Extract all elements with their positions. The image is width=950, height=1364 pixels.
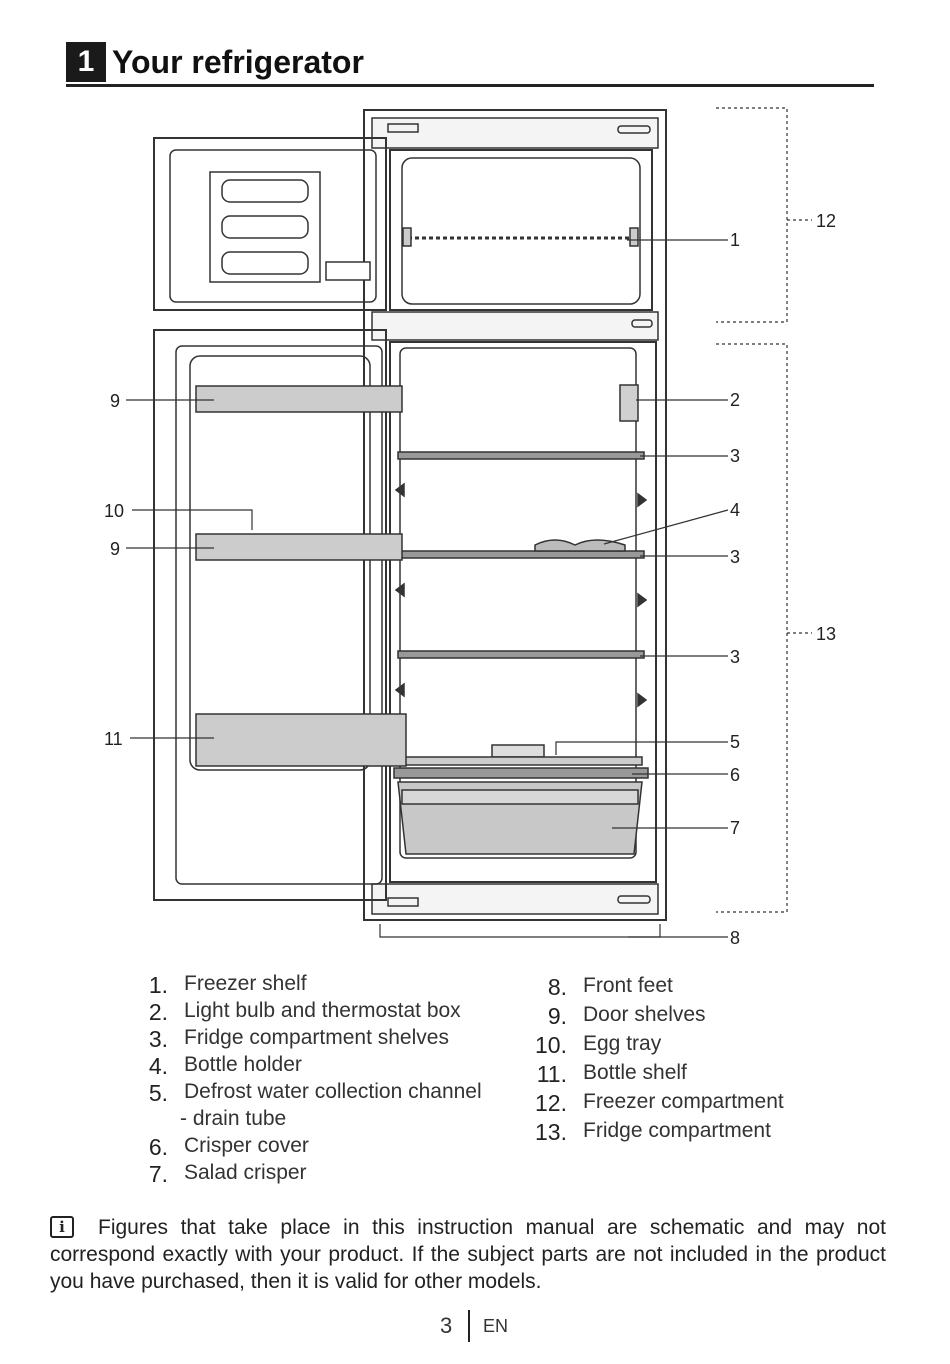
legend-left: 1. Freezer shelf 2. Light bulb and therm… [130, 972, 520, 1188]
fridge-door [153, 329, 387, 901]
legend-item: 13. Fridge compartment [535, 1119, 771, 1145]
legend-item: 12. Freezer compartment [535, 1090, 784, 1116]
bottle-holder [534, 539, 626, 552]
legend-item: 2. Light bulb and thermostat box [148, 999, 461, 1025]
section-title: Your refrigerator [112, 44, 364, 80]
cabinet-body [363, 109, 667, 921]
legend-item: 6. Crisper cover [148, 1134, 309, 1160]
fridge-compartment [389, 341, 657, 883]
callout-2: 2 [730, 390, 740, 410]
callout-7: 7 [730, 818, 740, 838]
page-footer: 3 EN [0, 1310, 950, 1342]
legend-item: 5. Defrost water collection channel [148, 1080, 482, 1106]
freezer-door [153, 137, 387, 311]
page-number: 3 [440, 1313, 453, 1338]
bottle-shelf [195, 713, 407, 767]
callout-10: 10 [104, 501, 124, 521]
callout-3c: 3 [730, 647, 740, 667]
legend-right: 8. Front feet 9. Door shelves 10. Egg tr… [520, 974, 840, 1148]
legend-item: 7. Salad crisper [148, 1161, 307, 1187]
legend-item: 3. Fridge compartment shelves [148, 1026, 449, 1052]
cabinet-top-band [371, 117, 659, 149]
legend-item: 4. Bottle holder [148, 1053, 302, 1079]
callout-5: 5 [730, 732, 740, 752]
door-shelves [195, 385, 403, 561]
fridge-shelves [397, 451, 645, 659]
legend-item-continued: - drain tube [180, 1107, 287, 1130]
callout-4: 4 [730, 500, 740, 520]
callout-12: 12 [816, 211, 836, 231]
legend-item: 1. Freezer shelf [148, 972, 307, 998]
info-icon: i [50, 1216, 74, 1238]
light-thermostat-box [619, 384, 639, 422]
callout-6: 6 [730, 765, 740, 785]
callout-11: 11 [104, 729, 123, 749]
defrost-channel [491, 744, 545, 758]
legend-item: 8. Front feet [547, 974, 673, 1000]
callout-13: 13 [816, 624, 836, 644]
section-number: 1 [66, 42, 106, 82]
legend-item: 9. Door shelves [547, 1003, 706, 1029]
callout-1: 1 [730, 230, 740, 250]
callout-3b: 3 [730, 547, 740, 567]
crisper-cover [393, 767, 649, 779]
callout-9a: 9 [110, 391, 120, 411]
section-header: 1 Your refrigerator [66, 42, 874, 87]
freezer-compartment [389, 149, 653, 311]
footer-divider [468, 1310, 470, 1342]
callout-8: 8 [730, 928, 740, 948]
callout-3a: 3 [730, 446, 740, 466]
refrigerator-diagram: 1 2 3 4 3 3 5 6 7 8 9 10 9 11 12 13 [104, 107, 836, 948]
note-text: Figures that take place in this instruct… [50, 1216, 886, 1293]
legend-item: 10. Egg tray [535, 1032, 662, 1058]
callout-9b: 9 [110, 539, 120, 559]
legend-item: 11. Bottle shelf [536, 1061, 687, 1087]
egg-tray [230, 514, 255, 530]
language-code: EN [483, 1316, 509, 1336]
